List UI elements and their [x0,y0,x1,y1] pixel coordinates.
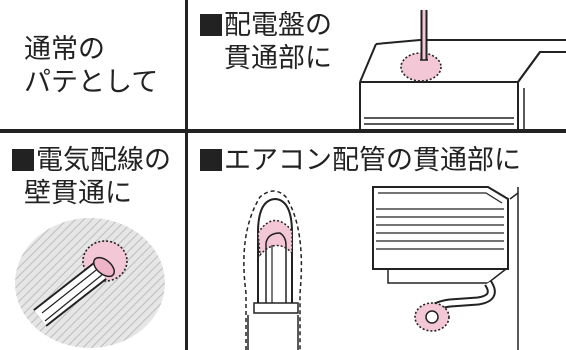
aircon-line-1: エアコン配管の貫通部に [224,145,521,176]
horizontal-divider [0,129,566,133]
wall-line-1: 電気配線の [36,145,171,176]
panel-line-2: 貫通部に [224,43,332,74]
aircon-title: エアコン配管の貫通部に [200,145,521,177]
wall-cable-illustration [15,218,165,348]
panel-line-1: 配電盤の [224,10,332,41]
bullet-square-icon [200,14,222,36]
wall-line-2: 壁貫通に [24,178,132,209]
wall-title: 電気配線の [12,145,171,177]
panel-title: 配電盤の [200,10,332,42]
cell-aircon: エアコン配管の貫通部に [188,133,566,350]
bullet-square-icon [200,149,222,171]
cell-wall: 電気配線の 壁貫通に [0,133,185,350]
vertical-divider [185,0,188,350]
cell-panel: 配電盤の 貫通部に [188,0,566,129]
cell-putty: 通常の パテとして [0,0,185,129]
aircon-pipe-illustration [243,186,519,350]
putty-line-2: パテとして [24,67,159,98]
putty-line-1: 通常の [24,34,105,65]
bullet-square-icon [12,149,34,171]
panel-box-illustration [359,10,566,129]
